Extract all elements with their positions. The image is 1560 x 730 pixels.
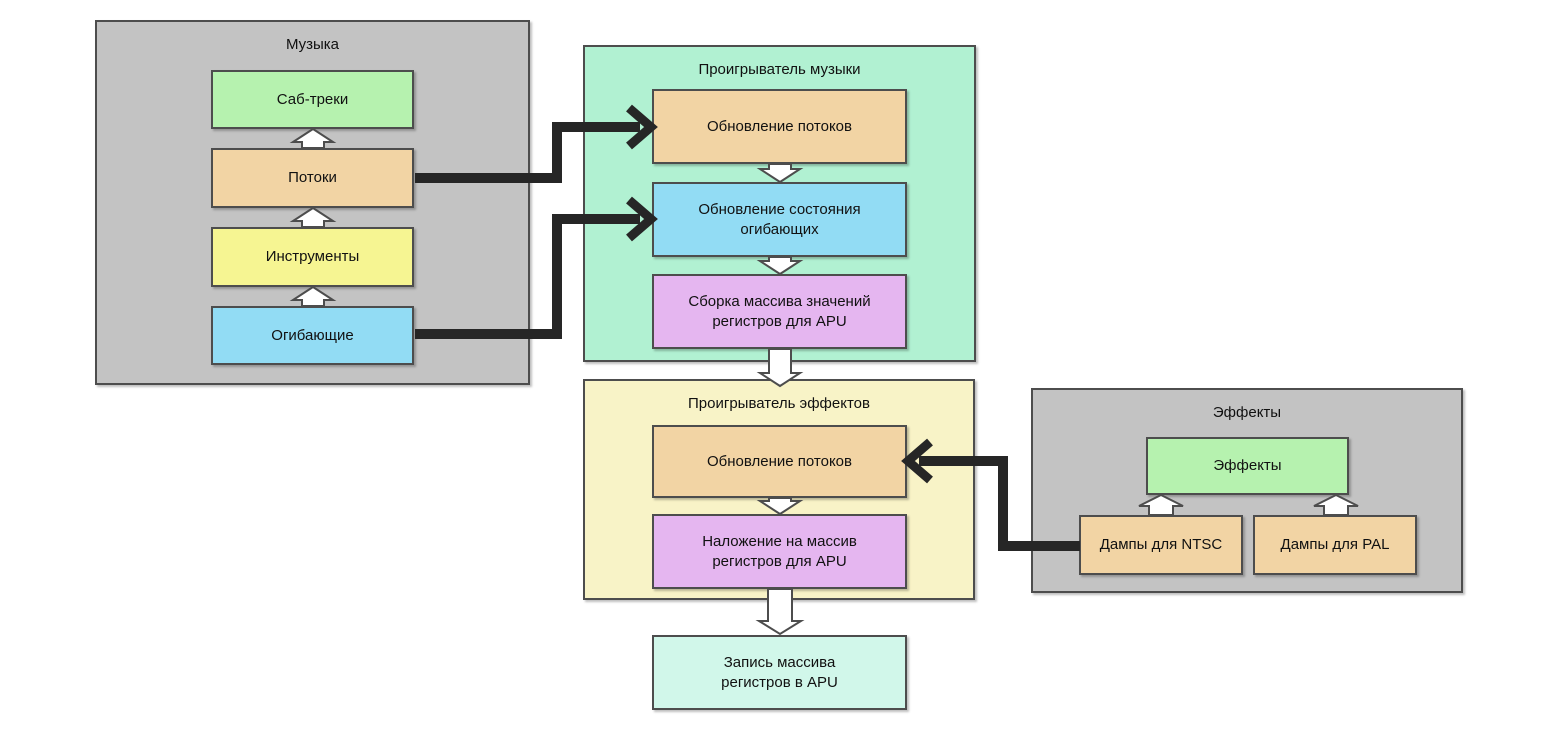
node-streams: Потоки (211, 148, 414, 208)
node-effects: Эффекты (1146, 437, 1349, 495)
node-dumps-ntsc: Дампы для NTSC (1079, 515, 1243, 575)
node-update-envelopes: Обновление состояния огибающих (652, 182, 907, 257)
node-update-streams-effects: Обновление потоков (652, 425, 907, 498)
container-effects-title: Эффекты (1212, 404, 1282, 421)
container-music-title: Музыка (285, 36, 340, 53)
node-build-register-array: Сборка массива значений регистров для AP… (652, 274, 907, 349)
container-effects-player-title: Проигрыватель эффектов (688, 395, 870, 412)
node-write-apu: Запись массива регистров в APU (652, 635, 907, 710)
node-overlay-register-array: Наложение на массив регистров для APU (652, 514, 907, 589)
node-dumps-pal: Дампы для PAL (1253, 515, 1417, 575)
node-sub-tracks: Саб-треки (211, 70, 414, 129)
node-envelopes: Огибающие (211, 306, 414, 365)
node-update-streams-music: Обновление потоков (652, 89, 907, 164)
container-music-player-title: Проигрыватель музыки (698, 61, 861, 78)
node-instruments: Инструменты (211, 227, 414, 287)
